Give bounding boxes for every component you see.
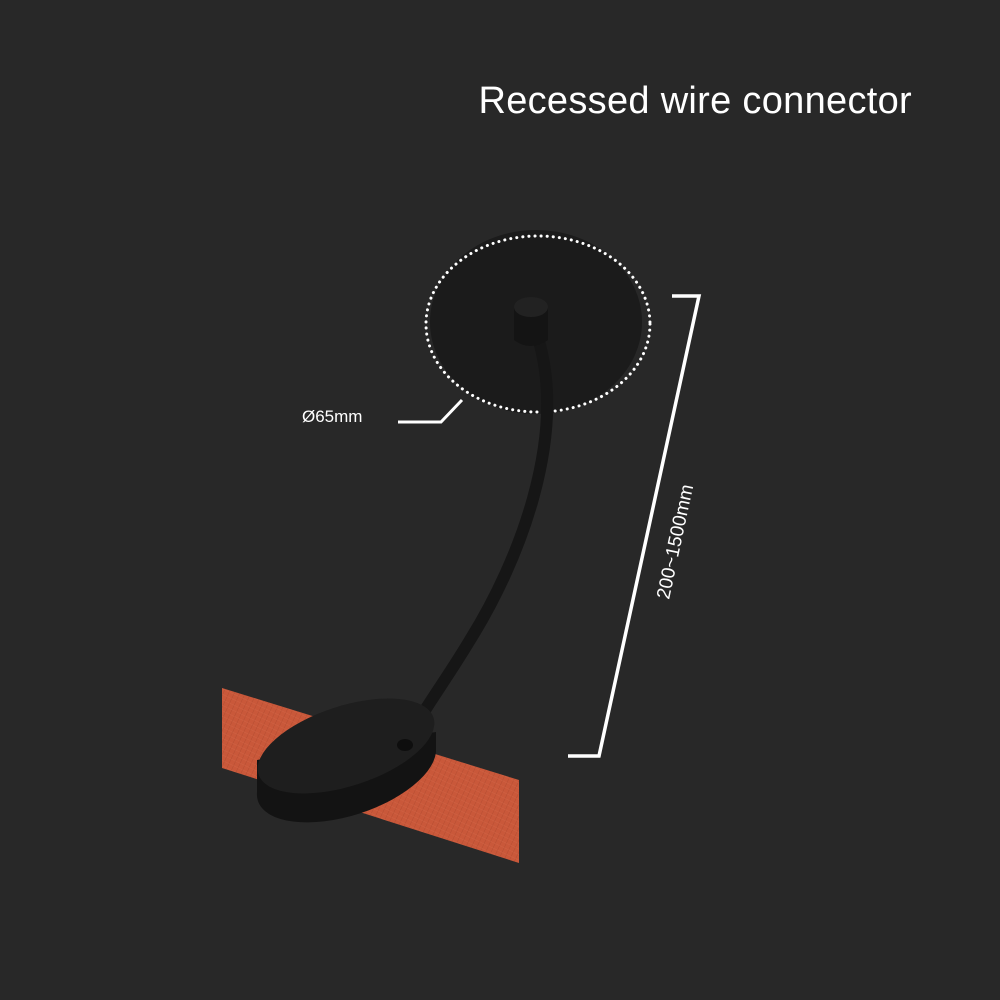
cable-gland-top bbox=[514, 297, 548, 317]
cable-gland bbox=[514, 308, 548, 346]
diameter-outline bbox=[424, 234, 652, 414]
length-label: 200~1500mm bbox=[653, 483, 698, 602]
track-connector bbox=[257, 698, 435, 794]
diameter-leader bbox=[398, 398, 464, 424]
length-bracket bbox=[568, 294, 702, 758]
diameter-label: Ø65mm bbox=[302, 407, 362, 426]
page-title: Recessed wire connector bbox=[478, 80, 912, 122]
cable-entry bbox=[397, 739, 413, 751]
